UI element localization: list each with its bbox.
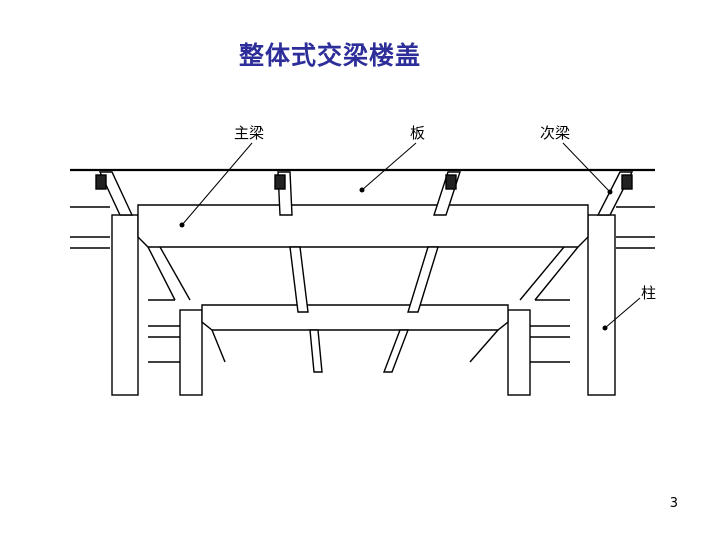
main-beams — [137, 204, 589, 363]
column-back-right — [507, 309, 531, 396]
secondary-beams — [98, 171, 634, 373]
leader-lines — [181, 142, 641, 329]
connector-2 — [274, 174, 286, 190]
leader-secondary-beam — [562, 142, 611, 193]
leader-main-beam — [181, 142, 253, 226]
secondary-beam-7 — [309, 329, 323, 373]
label-secondary-beam: 次梁 — [540, 124, 571, 142]
slide-title: 整体式交梁楼盖 — [238, 41, 421, 70]
secondary-beam-5 — [289, 246, 309, 313]
leader-dots — [179, 187, 613, 331]
leader-column — [604, 297, 641, 329]
front-main-beam — [137, 204, 589, 248]
column-back-left — [179, 309, 203, 396]
label-main-beam: 主梁 — [234, 124, 265, 142]
page-number: 3 — [669, 496, 678, 511]
connector-3 — [445, 174, 457, 190]
connector-4 — [621, 174, 633, 190]
secondary-beam-6 — [407, 246, 439, 313]
label-column: 柱 — [641, 284, 657, 302]
column-front-left — [111, 214, 139, 396]
leader-slab — [361, 142, 417, 191]
back-main-beam — [201, 304, 509, 331]
column-front-right — [587, 214, 616, 396]
secondary-beam-1 — [98, 171, 134, 216]
beam-connectors — [95, 174, 633, 190]
connector-1 — [95, 174, 107, 190]
columns — [111, 214, 616, 396]
label-slab: 板 — [410, 124, 426, 142]
background-beams — [70, 206, 655, 363]
secondary-beam-8 — [382, 329, 410, 373]
